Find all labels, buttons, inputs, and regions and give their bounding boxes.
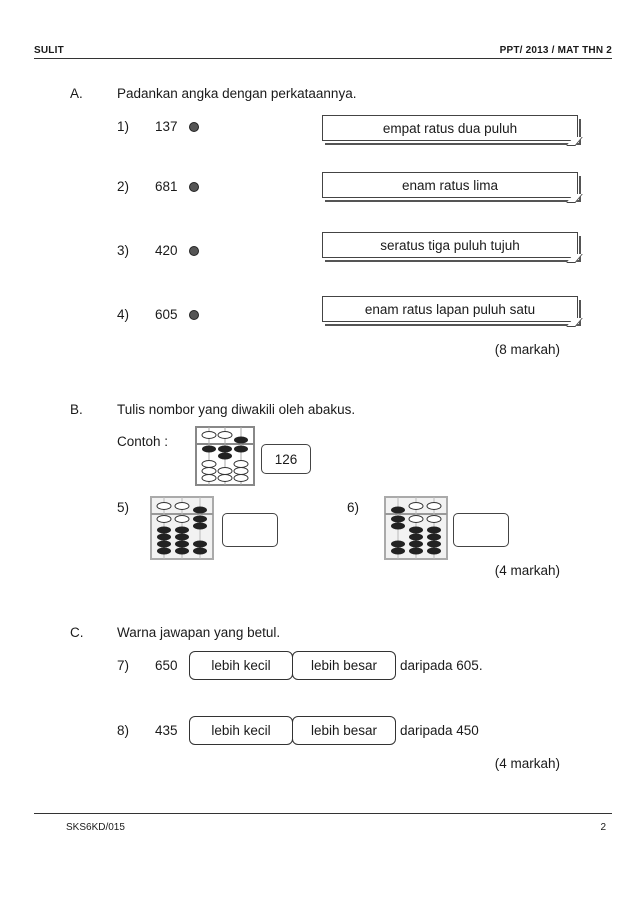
a-item-3-dot[interactable] <box>189 246 199 256</box>
c-item-8-option-1-label: lebih kecil <box>211 723 271 738</box>
section-b-letter: B. <box>70 402 83 417</box>
a-item-4-dot[interactable] <box>189 310 199 320</box>
section-a-marks: (8 markah) <box>494 342 560 357</box>
a-item-1-dot[interactable] <box>189 122 199 132</box>
word-card-2-text: enam ratus lima <box>401 177 499 193</box>
word-card-2[interactable]: enam ratus lima <box>322 172 583 203</box>
example-abacus <box>195 426 255 486</box>
a-item-4-num: 4) <box>117 307 130 322</box>
c-item-7-tail: daripada 605. <box>400 658 483 673</box>
section-b-marks: (4 markah) <box>494 563 560 578</box>
q5-answer-box[interactable] <box>222 513 278 547</box>
footer-left: SKS6KD/015 <box>66 822 125 833</box>
section-c-letter: C. <box>70 625 84 640</box>
footer-rule <box>34 813 612 814</box>
c-item-7-option-lebih-kecil[interactable]: lebih kecil <box>189 651 293 680</box>
word-card-1[interactable]: empat ratus dua puluh <box>322 115 583 146</box>
c-item-8-option-lebih-besar[interactable]: lebih besar <box>292 716 396 745</box>
header-right: PPT/ 2013 / MAT THN 2 <box>499 45 612 56</box>
c-item-8-tail: daripada 450 <box>400 723 479 738</box>
a-item-2-value: 681 <box>155 179 178 194</box>
header-rule <box>34 58 612 59</box>
word-card-3[interactable]: seratus tiga puluh tujuh <box>322 232 583 263</box>
a-item-2-dot[interactable] <box>189 182 199 192</box>
c-item-7-option-1-label: lebih kecil <box>211 658 271 673</box>
c-item-7-option-2-label: lebih besar <box>310 658 378 673</box>
word-card-3-text: seratus tiga puluh tujuh <box>380 237 520 253</box>
word-card-1-text: empat ratus dua puluh <box>382 120 518 136</box>
example-answer: 126 <box>274 451 298 467</box>
c-item-8-value: 435 <box>155 723 178 738</box>
section-a-instruction: Padankan angka dengan perkataannya. <box>117 86 357 101</box>
footer-page-number: 2 <box>600 822 606 833</box>
header-left: SULIT <box>34 45 64 56</box>
example-answer-box: 126 <box>261 444 311 474</box>
a-item-3-num: 3) <box>117 243 130 258</box>
section-a-letter: A. <box>70 86 83 101</box>
c-item-7-value: 650 <box>155 658 178 673</box>
q5-abacus <box>150 496 214 560</box>
a-item-3-value: 420 <box>155 243 178 258</box>
q6-num: 6) <box>347 500 360 515</box>
q5-num: 5) <box>117 500 130 515</box>
c-item-8-num: 8) <box>117 723 130 738</box>
word-card-4[interactable]: enam ratus lapan puluh satu <box>322 296 583 327</box>
q6-answer-box[interactable] <box>453 513 509 547</box>
example-label: Contoh : <box>117 434 169 449</box>
a-item-2-num: 2) <box>117 179 130 194</box>
q6-abacus <box>384 496 448 560</box>
section-b-instruction: Tulis nombor yang diwakili oleh abakus. <box>117 402 356 417</box>
word-card-4-text: enam ratus lapan puluh satu <box>364 301 536 317</box>
a-item-1-num: 1) <box>117 119 130 134</box>
a-item-1-value: 137 <box>155 119 178 134</box>
c-item-7-option-lebih-besar[interactable]: lebih besar <box>292 651 396 680</box>
section-c-marks: (4 markah) <box>494 756 560 771</box>
c-item-8-option-lebih-kecil[interactable]: lebih kecil <box>189 716 293 745</box>
a-item-4-value: 605 <box>155 307 178 322</box>
c-item-8-option-2-label: lebih besar <box>310 723 378 738</box>
section-c-instruction: Warna jawapan yang betul. <box>117 625 281 640</box>
c-item-7-num: 7) <box>117 658 130 673</box>
